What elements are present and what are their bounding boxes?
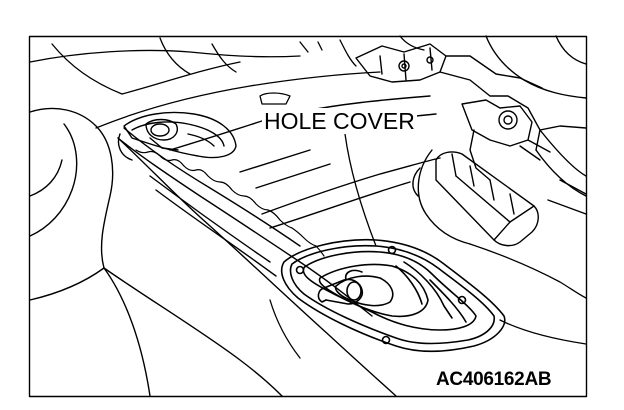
figure-frame: [28, 35, 588, 398]
front-bracket-assembly: [355, 35, 587, 197]
rear-hole-cover: [117, 111, 237, 161]
hole-cover-callout-label: HOLE COVER: [262, 108, 417, 134]
shift-lever: [317, 269, 364, 305]
tunnel-seam: [135, 149, 325, 257]
hole-cover: [280, 238, 506, 353]
front-floor-contours: [269, 243, 587, 359]
rear-floor-contours: [29, 35, 425, 129]
figure-id-label: AC406162AB: [436, 369, 552, 390]
pedal-arm: [412, 151, 587, 247]
left-seat: [29, 107, 151, 397]
callout-leader-line: [344, 133, 377, 247]
